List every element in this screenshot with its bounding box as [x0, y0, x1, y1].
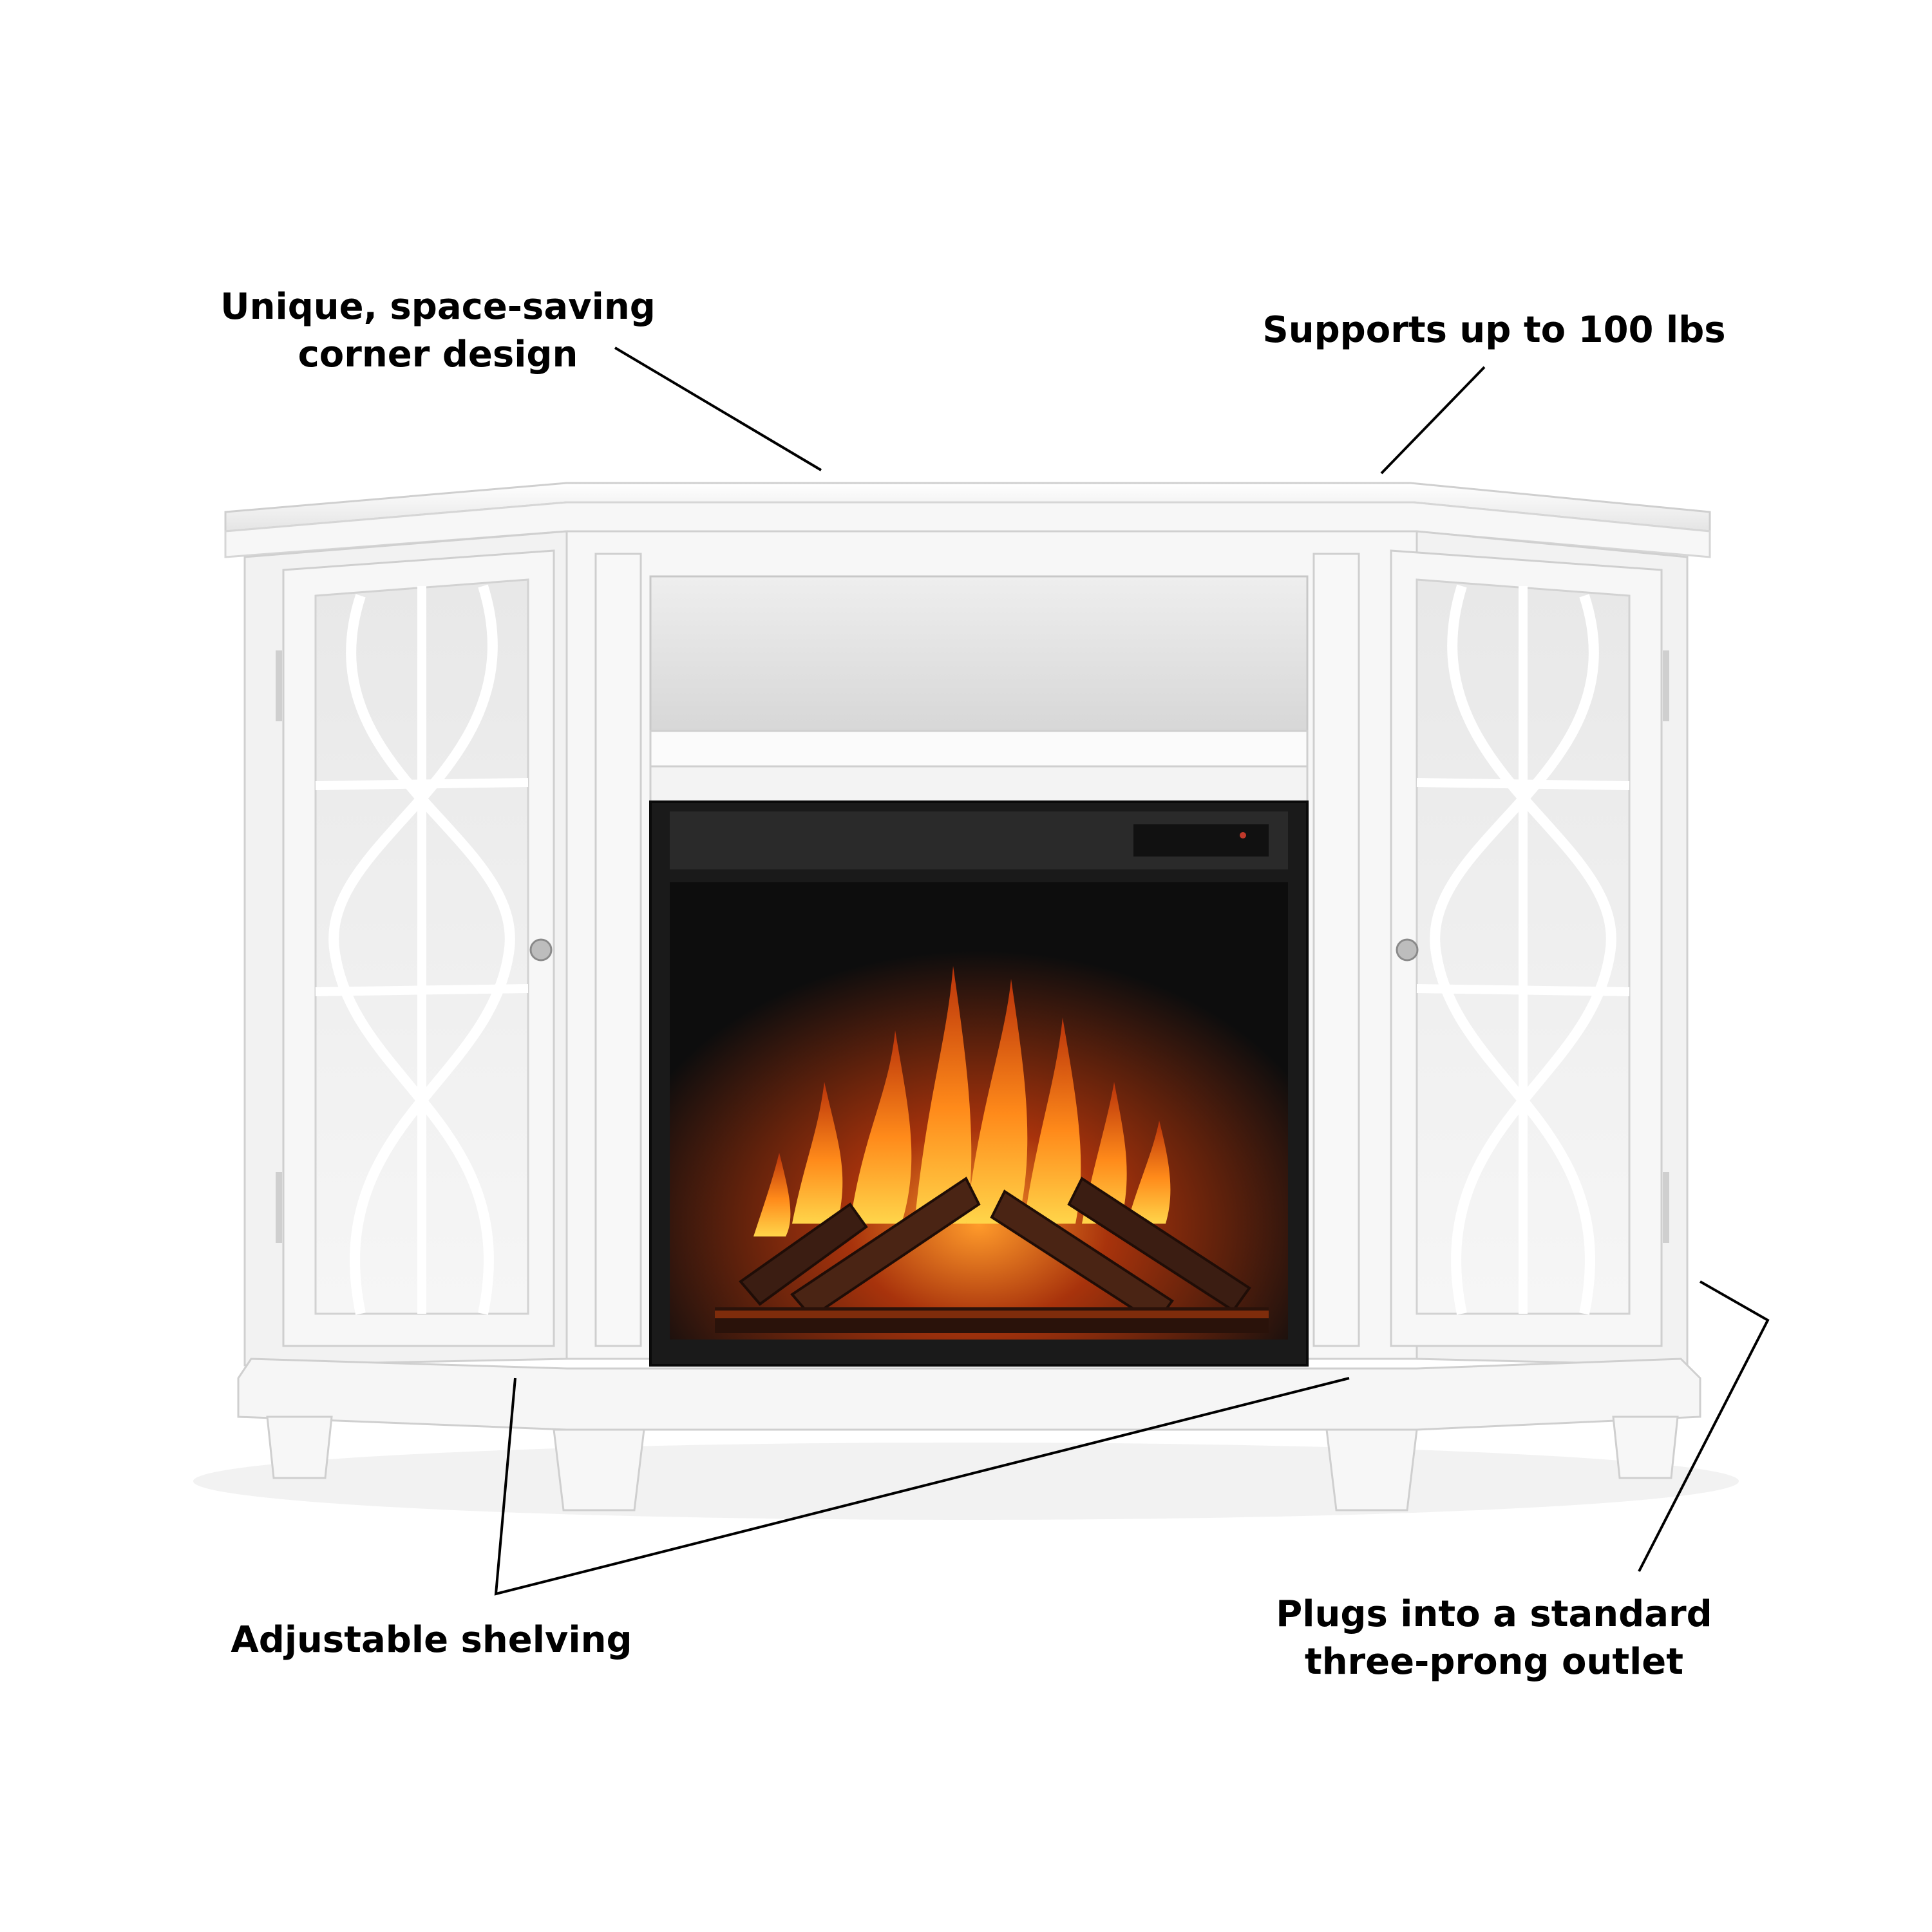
callout-corner-design-line1: Unique, space-saving: [220, 286, 656, 328]
electric-fireplace-insert: [649, 800, 1309, 1367]
callout-supports-weight-text: Supports up to 100 lbs: [1262, 309, 1726, 351]
callout-outlet: Plugs into a standard three-prong outlet: [1236, 1591, 1752, 1686]
left-door-knob: [529, 938, 553, 961]
leg-front-left: [553, 1428, 645, 1511]
tv-stand-cabinet: [224, 482, 1711, 1511]
leg-back-left: [266, 1416, 333, 1479]
leg-back-right: [1612, 1416, 1679, 1479]
callout-supports-weight: Supports up to 100 lbs: [1224, 307, 1765, 354]
leader-line-corner-design: [614, 346, 822, 471]
right-door-knob: [1396, 938, 1419, 961]
floor-shadow: [193, 1443, 1739, 1520]
leg-front-right: [1325, 1428, 1418, 1511]
leader-line-supports: [1380, 366, 1486, 475]
leader-line-outlet: [1638, 1280, 1770, 1572]
cabinet-base: [237, 1358, 1701, 1431]
logs: [715, 1177, 1269, 1333]
callout-corner-design: Unique, space-saving corner design: [193, 283, 683, 379]
right-glass-door: [1390, 549, 1669, 1347]
callout-adjustable-shelving-text: Adjustable shelving: [231, 1619, 632, 1661]
leader-line-shelving: [494, 1377, 1350, 1596]
flames: [753, 966, 1171, 1236]
callout-adjustable-shelving: Adjustable shelving: [213, 1616, 650, 1664]
callout-outlet-line1: Plugs into a standard: [1276, 1593, 1712, 1635]
callout-corner-design-line2: corner design: [298, 334, 578, 375]
media-shelf-opening: [649, 575, 1309, 732]
left-glass-door: [276, 549, 555, 1347]
power-indicator: [1240, 832, 1246, 838]
callout-leader-lines: [494, 346, 1770, 1596]
callout-outlet-line2: three-prong outlet: [1304, 1641, 1684, 1683]
